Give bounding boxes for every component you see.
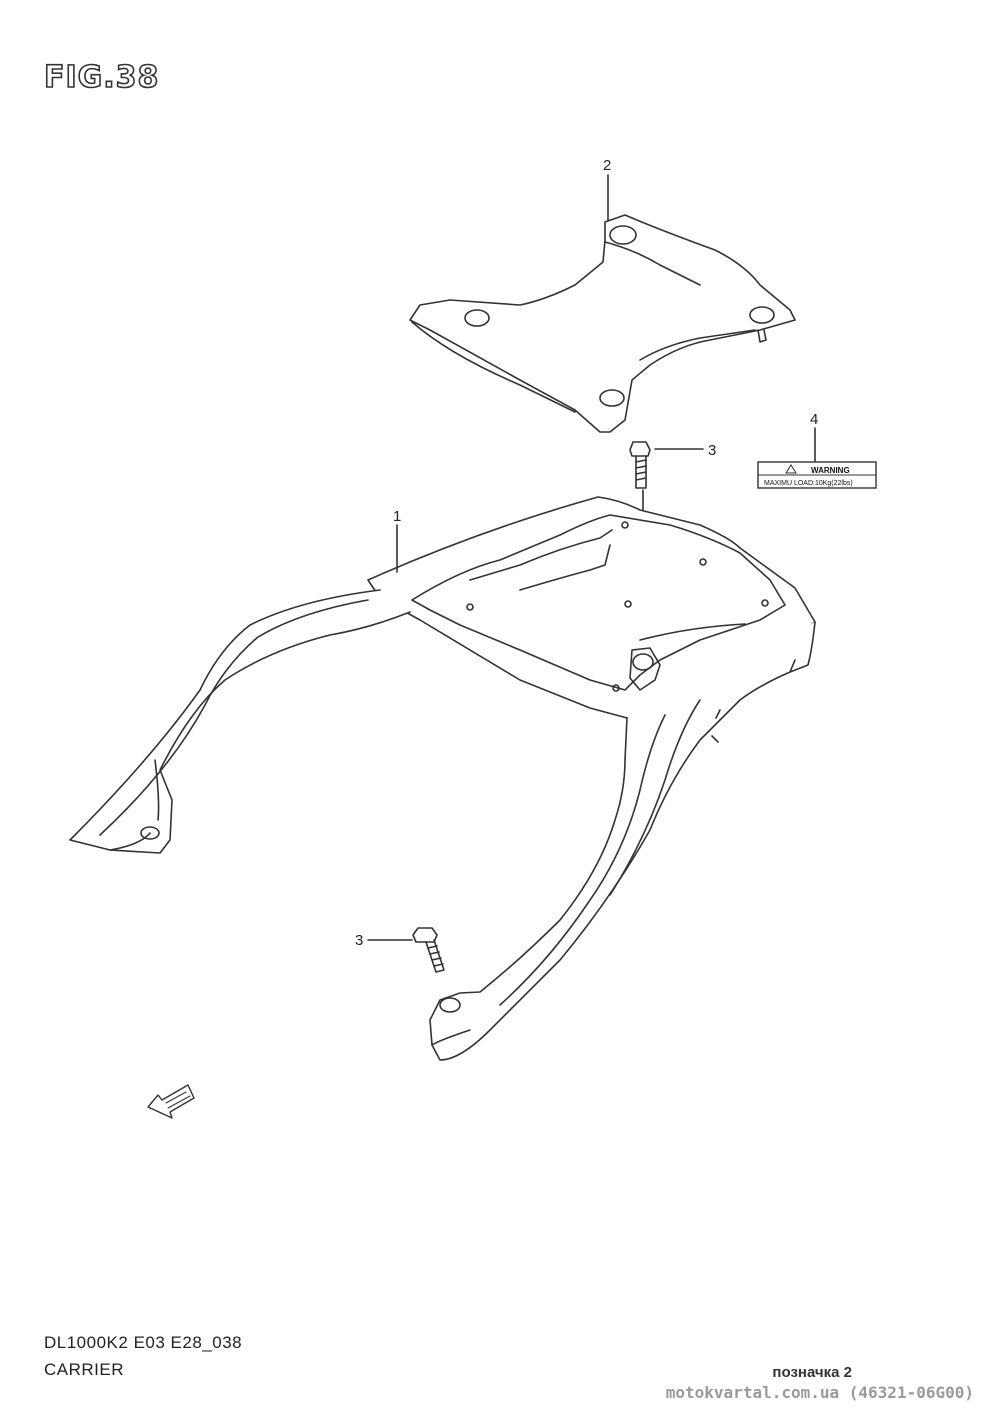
front-arrow-icon (147, 1084, 195, 1119)
model-code: DL1000K2 E03 E28_038 (44, 1333, 243, 1352)
plate-hole (609, 225, 637, 245)
frame-hole (466, 603, 474, 611)
bolt-upper (629, 441, 651, 489)
right-mount-hole (439, 997, 461, 1013)
callout-part-3-lower: 3 (355, 932, 363, 949)
left-mount-hole (140, 826, 160, 840)
plate-hole (749, 306, 775, 324)
frame-hole (699, 558, 707, 566)
section-name: CARRIER (44, 1360, 125, 1379)
frame-hole (612, 684, 620, 692)
callout-part-1: 1 (393, 508, 401, 525)
warning-triangle-icon (785, 464, 797, 474)
plate-hole (464, 309, 490, 327)
figure-title: FIG.38 (43, 59, 160, 96)
carrier-plate (409, 214, 796, 433)
callout-part-2: 2 (603, 157, 611, 174)
bolt-lower (412, 927, 445, 973)
watermark: motokvartal.com.ua (46321-06G00) (665, 1383, 974, 1402)
callout-part-3-upper: 3 (708, 442, 716, 459)
warning-label-text: MAXIMU LOAD:10Kg(22lbs) (764, 480, 853, 487)
frame-boss (632, 653, 654, 671)
frame-hole (624, 600, 632, 608)
frame-hole (761, 599, 769, 607)
warning-label: WARNING MAXIMU LOAD:10Kg(22lbs) (757, 461, 877, 489)
frame-hole (621, 521, 629, 529)
plate-hole (599, 389, 625, 407)
carrier-frame (69, 496, 816, 1061)
callout-part-4: 4 (810, 411, 818, 428)
warning-label-heading: WARNING (811, 466, 850, 475)
note-label: позначка 2 (772, 1364, 852, 1381)
